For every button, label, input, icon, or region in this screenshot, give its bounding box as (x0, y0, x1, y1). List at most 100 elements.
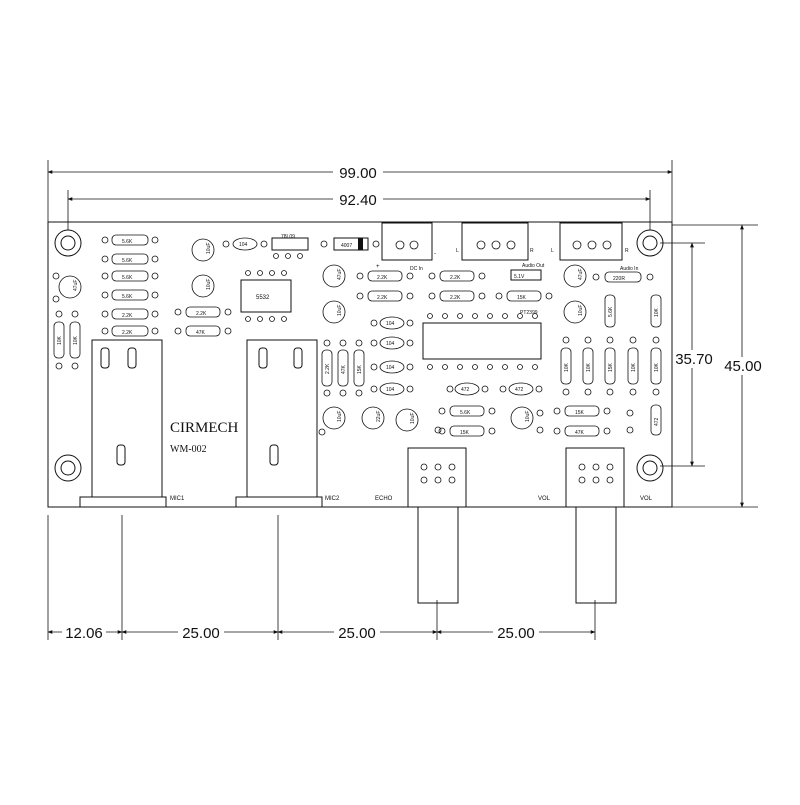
rv-right-1: 10K (564, 362, 570, 372)
resistor-pair-center-bottom: 5.6K 15K (449, 405, 485, 437)
rv-mid-3: 15K (357, 364, 363, 374)
dim-hole-spacing-x: 92.40 (339, 192, 377, 209)
r-rt-1: 2.2K (450, 275, 461, 281)
r-rb-1: 15K (575, 410, 585, 416)
dim-pot-spacing-3: 25.00 (497, 625, 535, 642)
r-mid-1: 2.2K (196, 311, 207, 317)
regulator-label: 78L09 (281, 234, 295, 240)
resistor-pair-right-bottom: 15K 47K (564, 405, 600, 437)
ecap-5: 10uF (337, 305, 343, 316)
resistor-vertical-far-right: 5.6K 10K (604, 294, 662, 328)
echo-label: ECHO (375, 496, 393, 502)
electrolytic-caps: 47uF 10uF 10uF 47uF 10uF 10uF 22uF 10uF … (58, 238, 587, 432)
rv-far-2: 10K (654, 307, 660, 317)
r-ct-1: 2.2K (377, 275, 388, 281)
ecap-3: 10uF (206, 279, 212, 290)
model-number: WM-002 (170, 444, 207, 455)
solder-pads (52, 236, 660, 436)
rv-left-2: 10K (73, 335, 79, 345)
cap-104-2: 104 (386, 321, 395, 327)
mic1-label: MIC1 (170, 496, 185, 502)
rv-left-1: 10K (57, 335, 63, 345)
ecap-10: 47uF (578, 269, 584, 280)
ic-pt2399-label: PT2399 (520, 310, 538, 316)
audio-out-label: Audio Out (522, 263, 545, 269)
r-rt-3: 15K (517, 295, 527, 301)
mic2-label: MIC2 (325, 496, 340, 502)
r-cb-2: 15K (460, 430, 470, 436)
mic1-socket: MIC1 (79, 339, 185, 508)
r-220r: 220R (613, 276, 625, 282)
r-ct-2: 2.2K (377, 295, 388, 301)
dc-plus: + (376, 264, 380, 270)
cap-472-2: 472 (515, 387, 524, 393)
ecap-7: 22uF (376, 411, 382, 422)
resistor-pair-mid: 2.2K 47K (185, 306, 221, 337)
resistor-vertical-mid: 2.2K 47K 15K (321, 349, 365, 387)
ecap-11: 10uF (578, 305, 584, 316)
mic2-socket: MIC2 (235, 339, 340, 508)
audio-in-l: L (551, 248, 554, 254)
ecap-8: 10uF (410, 413, 416, 424)
ecap-1: 47uF (73, 280, 79, 291)
pcb-outline (47, 221, 673, 508)
r-left-4: 5.6K (122, 294, 133, 300)
ecap-4: 47uF (337, 269, 343, 280)
regulator-78l09: 78L09 (271, 234, 309, 251)
dim-pot-spacing-1: 25.00 (182, 625, 220, 642)
dc-minus: - (434, 251, 436, 257)
resistor-vertical-left: 10K 10K (53, 321, 81, 359)
r-cb-1: 5.6K (460, 410, 471, 416)
r-left-2: 5.6K (122, 258, 133, 264)
dim-hole-spacing-y: 35.70 (675, 351, 713, 368)
audio-in-label: Audio In (620, 266, 639, 272)
ic-5532-label: 5532 (256, 295, 270, 301)
audio-out-r: R (530, 248, 534, 254)
resistor-220r: 220R (604, 271, 642, 283)
cap-104-5: 104 (386, 387, 395, 393)
r-left-6: 2.2K (122, 330, 133, 336)
r-left-1: 5.6K (122, 239, 133, 245)
vol2-label: VOL (640, 496, 653, 502)
dimension-45: 45.00 (672, 224, 766, 508)
cap-104-1: 104 (239, 242, 248, 248)
audio-in-connector: L R Audio In (551, 222, 639, 272)
dimension-bottom: 12.06 25.00 25.00 25.00 (47, 515, 596, 642)
dc-in-label: DC In (410, 266, 423, 272)
resistor-pair-center-top: 2.2K 2.2K (367, 270, 403, 302)
zener-label: 5.1V (514, 274, 525, 280)
resistor-group-right-top: 2.2K 2.2K 15K (439, 270, 542, 302)
vol-pot: VOL VOL (538, 447, 653, 604)
r-rt-2: 2.2K (450, 295, 461, 301)
cap-104-3: 104 (386, 341, 395, 347)
dc-in-connector: + - DC In (376, 222, 436, 272)
ecap-2: 10uF (206, 243, 212, 254)
audio-out-connector: L R Audio Out (456, 222, 545, 269)
cap-104-4: 104 (386, 365, 395, 371)
audio-out-l: L (456, 248, 459, 254)
rv-right-2: 10K (586, 362, 592, 372)
mounting-holes (54, 229, 664, 482)
cv-472: 472 (654, 417, 660, 426)
ceramic-caps-472: 472 472 (454, 382, 534, 396)
dim-board-height: 45.00 (724, 358, 762, 375)
brand-name: CIRMECH (170, 420, 239, 436)
ic-pt2399: PT2399 (422, 310, 542, 360)
rv-right-5: 10K (654, 362, 660, 372)
dimension-92: 92.40 (67, 190, 651, 230)
vol-label: VOL (538, 496, 551, 502)
ecap-6: 10uF (337, 411, 343, 422)
resistor-column-left: 5.6K 5.6K 5.6K 5.6K 2.2K 2.2K (111, 234, 149, 337)
r-left-3: 5.6K (122, 275, 133, 281)
r-mid-2: 47K (196, 330, 206, 336)
rv-right-4: 10K (631, 362, 637, 372)
dim-board-width: 99.00 (339, 165, 377, 182)
rv-mid-1: 2.2K (325, 363, 331, 374)
ic-5532: 5532 (240, 279, 292, 313)
diode-label: 4007 (341, 243, 352, 249)
dim-left-offset: 12.06 (65, 625, 103, 642)
r-rb-2: 47K (575, 430, 585, 436)
dimension-99: 99.00 (47, 160, 673, 222)
ecap-9: 10uF (525, 411, 531, 422)
